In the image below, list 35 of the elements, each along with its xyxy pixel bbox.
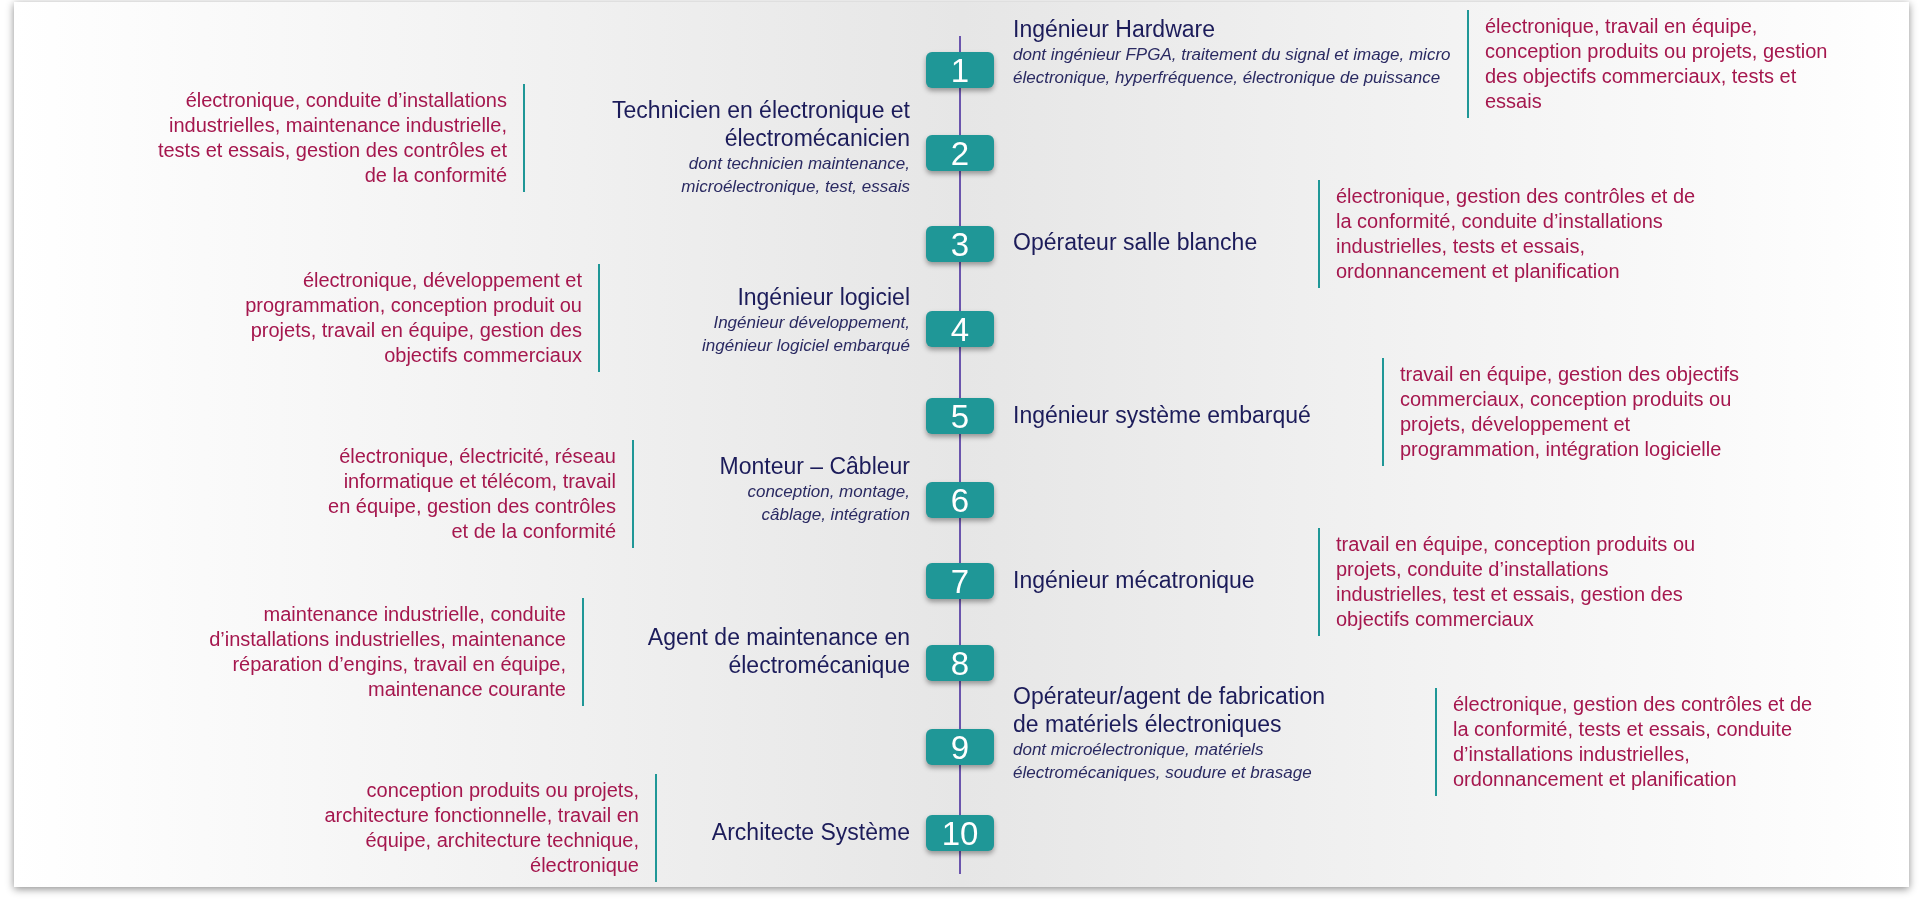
number-badge: 7 bbox=[926, 563, 994, 599]
skills-text: électronique, travail en équipe, conception produits ou projets, gestion des objectifs commerciaux, tests et essais bbox=[1467, 10, 1829, 118]
skills-text: électronique, gestion des contrôles et de la conformité, conduite d’installations industrielles, tests et essais, ordonnancement et planification bbox=[1318, 180, 1696, 288]
number-badge: 6 bbox=[926, 482, 994, 518]
number-badge: 4 bbox=[926, 311, 994, 347]
job-title: Agent de maintenance en électromécanique bbox=[646, 623, 910, 679]
job-details: dont technicien maintenance, microélectronique, test, essais bbox=[680, 153, 910, 198]
job-title: Ingénieur système embarqué bbox=[1013, 401, 1311, 429]
job-title: Ingénieur mécatronique bbox=[1013, 566, 1255, 594]
skills-text: électronique, développement et programmation, conception produit ou projets, travail en équipe, gestion des objectifs commerciaux bbox=[238, 264, 600, 372]
number-badge: 1 bbox=[926, 52, 994, 88]
job-details: dont ingénieur FPGA, traitement du signal et image, micro électronique, hyperfréquence, électronique de puissance bbox=[1013, 44, 1452, 89]
job-details: dont microélectronique, matériels électromécaniques, soudure et brasage bbox=[1013, 739, 1313, 784]
job-title: Ingénieur Hardware bbox=[1013, 15, 1215, 43]
job-title: Opérateur salle blanche bbox=[1013, 228, 1258, 256]
skills-text: conception produits ou projets, architecture fonctionnelle, travail en équipe, architecture technique, électronique bbox=[295, 774, 657, 882]
job-details: Ingénieur développement, ingénieur logiciel embarqué bbox=[701, 312, 910, 357]
number-badge: 2 bbox=[926, 135, 994, 171]
skills-text: électronique, électricité, réseau informatique et télécom, travail en équipe, gestion des contrôles et de la conformité bbox=[324, 440, 634, 548]
job-details: conception, montage, câblage, intégration bbox=[746, 481, 910, 526]
skills-text: travail en équipe, conception produits ou projets, conduite d’installations industrielles, test et essais, gestion des objectifs commerciaux bbox=[1318, 528, 1696, 636]
job-title: Opérateur/agent de fabrication de matériels électroniques bbox=[1013, 682, 1326, 738]
skills-text: électronique, conduite d’installations industrielles, maintenance industrielle, tests et essais, gestion des contrôles et de la conformité bbox=[157, 84, 525, 192]
number-badge: 8 bbox=[926, 645, 994, 681]
job-title: Monteur – Câbleur bbox=[719, 452, 910, 480]
number-badge: 5 bbox=[926, 398, 994, 434]
skills-text: électronique, gestion des contrôles et de la conformité, tests et essais, conduite d’installations industrielles, ordonnancement et planification bbox=[1435, 688, 1813, 796]
number-badge: 9 bbox=[926, 729, 994, 765]
job-title: Ingénieur logiciel bbox=[737, 283, 910, 311]
skills-text: maintenance industrielle, conduite d’installations industrielles, maintenance réparation d’engins, travail en équipe, maintenance courante bbox=[184, 598, 584, 706]
number-badge: 3 bbox=[926, 226, 994, 262]
number-badge: 10 bbox=[926, 815, 994, 851]
job-title: Technicien en électronique et électromécanicien bbox=[611, 96, 910, 152]
job-title: Architecte Système bbox=[711, 818, 910, 846]
skills-text: travail en équipe, gestion des objectifs commerciaux, conception produits ou projets, développement et programmation, intégration logicielle bbox=[1382, 358, 1760, 466]
